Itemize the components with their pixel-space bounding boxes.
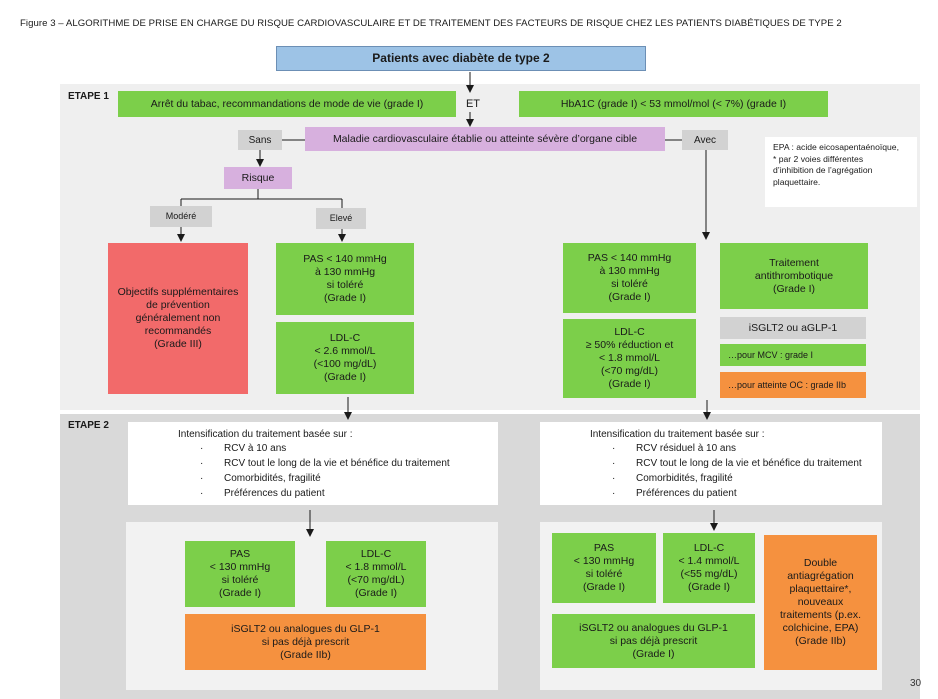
- isglt2-aglp1-box: iSGLT2 ou aGLP-1: [720, 317, 866, 339]
- with-cvd-label: Avec: [682, 130, 728, 150]
- right-ldl-box: LDL-C ≥ 50% réduction et < 1.8 mmol/L (<…: [563, 319, 696, 398]
- right-criterion: RCV tout le long de la vie et bénéfice d…: [612, 456, 882, 471]
- right-criterion: Préférences du patient: [612, 486, 882, 501]
- without-cvd-label: Sans: [238, 130, 282, 150]
- stage2-right-sglt2-box: iSGLT2 ou analogues du GLP-1 si pas déjà…: [552, 614, 755, 668]
- stage2-left-pas-box: PAS < 130 mmHg si toléré (Grade I): [185, 541, 295, 607]
- double-antiplatelet-box: Double antiagrégation plaquettaire*, nou…: [764, 535, 877, 670]
- antithrombotic-box: Traitement antithrombotique (Grade I): [720, 243, 868, 309]
- high-label: Elevé: [316, 208, 366, 229]
- hba1c-box: HbA1C (grade I) < 53 mmol/mol (< 7%) (gr…: [519, 91, 828, 117]
- left-criterion: Préférences du patient: [200, 486, 498, 501]
- page-number: 30: [910, 678, 922, 689]
- etape2-label: ETAPE 2: [68, 420, 109, 431]
- right-pas-box: PAS < 140 mmHg à 130 mmHg si toléré (Gra…: [563, 243, 696, 313]
- left-intensification-title: Intensification du traitement basée sur …: [178, 429, 353, 440]
- et-label: ET: [465, 97, 481, 110]
- stage2-right-pas-box: PAS < 130 mmHg si toléré (Grade I): [552, 533, 656, 603]
- cvd-box: Maladie cardiovasculaire établie ou atte…: [305, 127, 665, 151]
- mcv-grade-box: …pour MCV : grade I: [720, 344, 866, 366]
- left-intensification-box: Intensification du traitement basée sur …: [128, 422, 498, 505]
- no-additional-goals-box: Objectifs supplémentaires de prévention …: [108, 243, 248, 394]
- stage2-left-sglt2-box: iSGLT2 ou analogues du GLP-1 si pas déjà…: [185, 614, 426, 670]
- left-criterion: RCV tout le long de la vie et bénéfice d…: [200, 456, 498, 471]
- right-intensification-title: Intensification du traitement basée sur …: [590, 429, 765, 440]
- smoking-lifestyle-box: Arrêt du tabac, recommandations de mode …: [118, 91, 456, 117]
- right-criterion: Comorbidités, fragilité: [612, 471, 882, 486]
- left-pas-box: PAS < 140 mmHg à 130 mmHg si toléré (Gra…: [276, 243, 414, 315]
- stage2-left-ldl-box: LDL-C < 1.8 mmol/L (<70 mg/dL) (Grade I): [326, 541, 426, 607]
- right-intensification-box: Intensification du traitement basée sur …: [540, 422, 882, 505]
- left-ldl-box: LDL-C < 2.6 mmol/L (<100 mg/dL) (Grade I…: [276, 322, 414, 394]
- patients-box: Patients avec diabète de type 2: [276, 46, 646, 71]
- left-criterion: Comorbidités, fragilité: [200, 471, 498, 486]
- moderate-label: Modéré: [150, 206, 212, 227]
- figure-title: Figure 3 – ALGORITHME DE PRISE EN CHARGE…: [20, 18, 842, 29]
- stage2-right-ldl-box: LDL-C < 1.4 mmol/L (<55 mg/dL) (Grade I): [663, 533, 755, 603]
- risk-box: Risque: [224, 167, 292, 189]
- etape1-label: ETAPE 1: [68, 91, 109, 102]
- oc-grade-box: …pour atteinte OC : grade IIb: [720, 372, 866, 398]
- abbreviation-note: EPA : acide eicosapentaénoïque, * par 2 …: [765, 137, 917, 207]
- left-criterion: RCV à 10 ans: [200, 441, 498, 456]
- right-criterion: RCV résiduel à 10 ans: [612, 441, 882, 456]
